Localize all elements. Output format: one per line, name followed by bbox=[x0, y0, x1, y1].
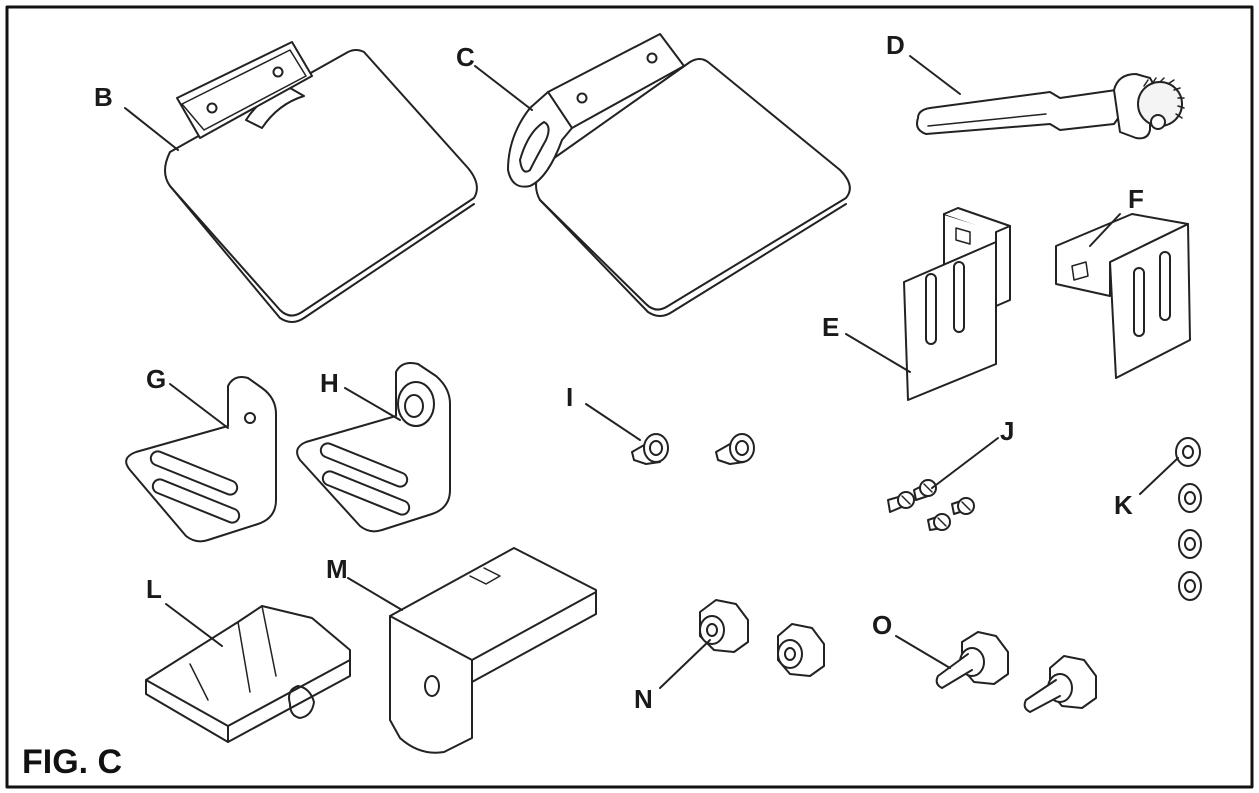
leader-o bbox=[895, 635, 951, 669]
label-part-b: B bbox=[94, 82, 113, 112]
part-i-bolts bbox=[631, 433, 755, 465]
label-part-c: C bbox=[456, 42, 475, 72]
label-part-o: O bbox=[872, 610, 893, 640]
leader-e bbox=[845, 333, 911, 373]
figure-frame bbox=[5, 5, 1254, 789]
label-part-h: H bbox=[320, 368, 339, 398]
leader-d bbox=[909, 55, 961, 95]
part-d-tool bbox=[916, 73, 1185, 140]
part-m-platform bbox=[389, 547, 597, 754]
part-h-bracket bbox=[296, 362, 451, 533]
label-part-e: E bbox=[822, 312, 840, 342]
part-n-knobs bbox=[699, 599, 825, 677]
part-f-bracket bbox=[1055, 213, 1191, 379]
leader-m bbox=[347, 577, 403, 611]
leader-b bbox=[124, 107, 179, 151]
label-part-l: L bbox=[146, 574, 162, 604]
label-part-j: J bbox=[1000, 416, 1015, 446]
label-part-d: D bbox=[886, 30, 905, 60]
leader-j bbox=[931, 437, 999, 489]
part-l-block bbox=[145, 605, 351, 743]
leader-l bbox=[165, 603, 223, 647]
leader-c bbox=[474, 65, 533, 111]
leader-g bbox=[169, 383, 229, 429]
leader-i bbox=[585, 403, 641, 441]
part-k-washers bbox=[1175, 437, 1202, 601]
label-part-m: M bbox=[326, 554, 348, 584]
part-o-knobs bbox=[935, 631, 1097, 713]
label-part-f: F bbox=[1128, 184, 1144, 214]
part-j-screws bbox=[887, 479, 975, 531]
label-part-i: I bbox=[566, 382, 574, 412]
leader-h bbox=[344, 387, 401, 421]
label-part-g: G bbox=[146, 364, 167, 394]
part-c-shield bbox=[507, 33, 851, 317]
part-g-bracket bbox=[125, 376, 277, 543]
figure-caption: FIG. C bbox=[22, 743, 123, 781]
label-part-n: N bbox=[634, 684, 653, 714]
part-b-shield bbox=[164, 41, 478, 323]
leader-lines bbox=[124, 55, 1179, 689]
leader-k bbox=[1139, 457, 1179, 495]
leader-f bbox=[1089, 213, 1121, 247]
part-e-bracket bbox=[903, 207, 1011, 401]
label-part-k: K bbox=[1114, 490, 1133, 520]
leader-n bbox=[659, 639, 711, 689]
